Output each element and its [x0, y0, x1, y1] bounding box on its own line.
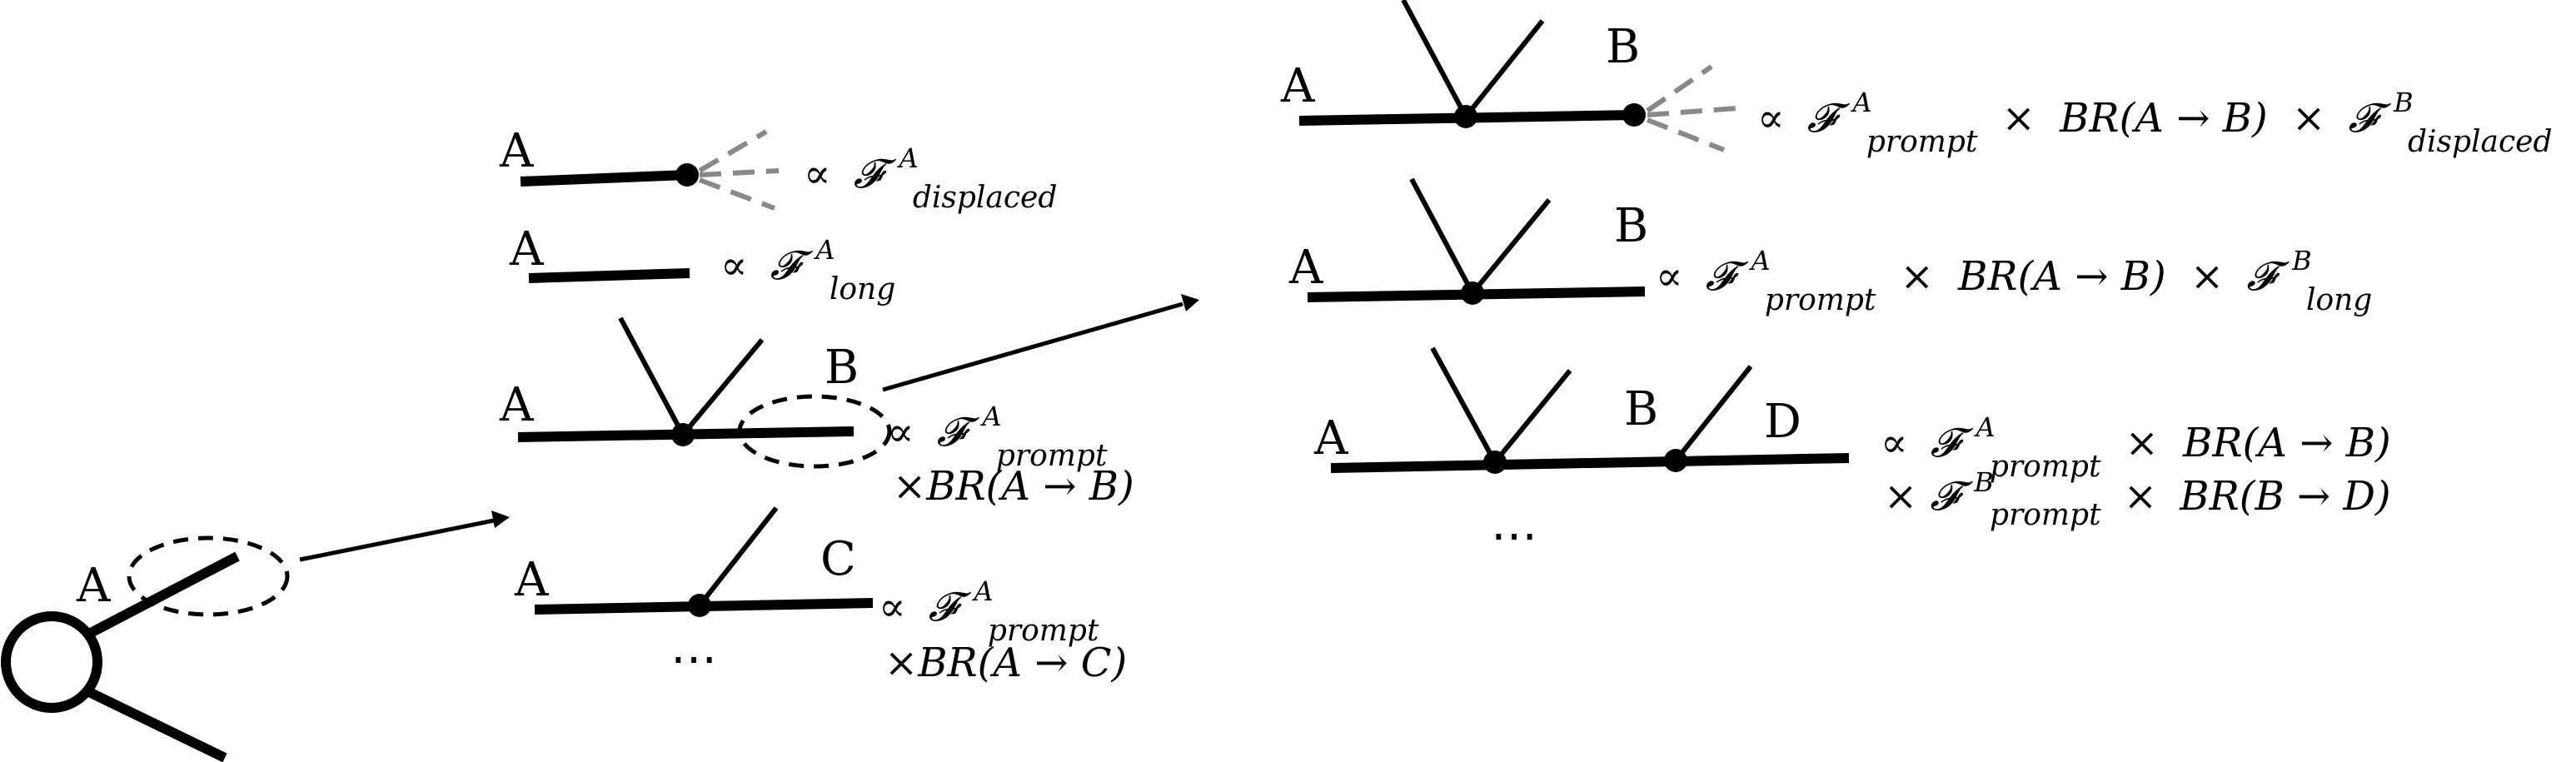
arrow-root-to-col2 [299, 510, 510, 562]
c3r2-label-a: A [1288, 241, 1323, 295]
root-leg-lower [85, 686, 227, 762]
c3r1-label-a: A [1280, 59, 1315, 113]
c2r3-expression-line2: ×BR(A → B) [893, 463, 1134, 510]
c2-row-prompt-c: A C ∝ 𝓕 A prompt ×BR(A → C) [514, 506, 1127, 686]
c2r4-expression-line1: ∝ 𝓕 A prompt [879, 564, 1099, 648]
c3r3-expression-line1: ∝ 𝓕 A prompt × BR(A → B) [1881, 400, 2391, 486]
c3-row-displaced: A B ∝ 𝓕 A prompt × BR(A → B) × 𝓕 B displ… [1280, 0, 2553, 162]
root-selection-ellipse [127, 535, 290, 617]
c2r2-expression: ∝ 𝓕 A long [720, 222, 895, 306]
c2r3-expression-line1: ∝ 𝓕 A prompt [887, 389, 1108, 473]
c2-row-long: A ∝ 𝓕 A long [509, 222, 895, 306]
c3-ellipsis: ⋯ [1491, 509, 1537, 563]
root-label-a: A [76, 559, 111, 613]
c2r4-label-c: C [820, 532, 856, 586]
c2r3-label-b: B [825, 341, 859, 395]
c3-row-long: A B ∝ 𝓕 A prompt × BR(A → B) × 𝓕 B long [1288, 177, 2372, 320]
c2r1-label-a: A [499, 124, 534, 178]
c3-row-prompt-d: A B D ∝ 𝓕 A prompt × BR(A → B) × 𝓕 B pro… [1313, 346, 2391, 535]
arrow-col2-to-col3 [882, 294, 1199, 392]
c2-ellipsis: ⋯ [670, 632, 717, 686]
root-leg-a [85, 551, 240, 640]
c2r3-label-a: A [499, 378, 534, 432]
c3r1-label-b: B [1606, 20, 1640, 74]
c3r1-expression: ∝ 𝓕 A prompt × BR(A → B) × 𝓕 B displaced [1757, 75, 2553, 162]
c3r3-label-d: D [1764, 395, 1801, 449]
c3r2-expression: ∝ 𝓕 A prompt × BR(A → B) × 𝓕 B long [1656, 233, 2372, 320]
c2r3-selection-ellipse [737, 394, 892, 469]
c3r3-label-b: B [1624, 382, 1658, 436]
c2r4-expression-line2: ×BR(A → C) [884, 640, 1127, 686]
c2-row-prompt-b: A B ∝ 𝓕 A prompt ×BR(A → B) [499, 316, 1134, 510]
root-circle [1, 611, 102, 713]
c2r1-expression: ∝ 𝓕 A displaced [804, 131, 1057, 215]
root-vertex: A [1, 535, 290, 762]
c3r3-expression-line2: × 𝓕 B prompt × BR(B → D) [1884, 455, 2391, 535]
c2r4-label-a: A [514, 553, 549, 607]
c3r2-label-b: B [1614, 199, 1648, 253]
c2r2-label-a: A [509, 222, 544, 276]
c3r3-label-a: A [1313, 411, 1348, 466]
c2-row-displaced: A ∝ 𝓕 A displaced [499, 124, 1057, 215]
